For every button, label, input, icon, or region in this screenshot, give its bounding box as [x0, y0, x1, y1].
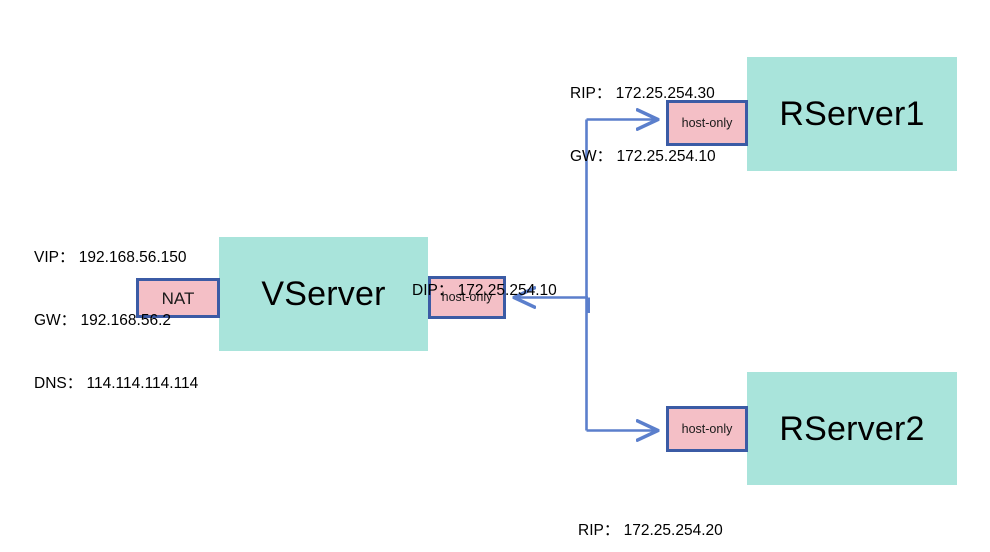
nic-rserver2-hostonly[interactable]: host-only [666, 406, 748, 452]
node-vserver-label: VServer [261, 275, 386, 313]
node-vserver[interactable]: VServer [219, 237, 428, 351]
nic-vserver-hostonly[interactable]: host-only [428, 276, 506, 319]
node-rserver2[interactable]: RServer2 [747, 372, 957, 485]
nic-rserver1-hostonly[interactable]: host-only [666, 100, 748, 146]
nic-vserver-hostonly-label: host-only [441, 290, 493, 305]
nic-vserver-nat-label: NAT [161, 288, 195, 308]
annotation-vserver-vip: VIP： 192.168.56.150 [34, 249, 187, 266]
annotation-rserver1-gw: GW： 172.25.254.10 [570, 148, 716, 165]
nic-rserver2-hostonly-label: host-only [681, 421, 733, 436]
annotation-rserver2-rip: RIP： 172.25.254.20 [578, 522, 723, 539]
annotation-vserver-external: VIP： 192.168.56.150 GW： 192.168.56.2 DNS… [34, 205, 198, 436]
annotation-vserver-gw: GW： 192.168.56.2 [34, 312, 171, 329]
node-rserver1[interactable]: RServer1 [747, 57, 957, 171]
annotation-vserver-dip-line: DIP： 172.25.254.10 [412, 282, 557, 299]
annotation-vserver-dip: DIP： 172.25.254.10 [412, 238, 557, 343]
annotation-vserver-dns: DNS： 114.114.114.114 [34, 375, 199, 392]
node-rserver1-label: RServer1 [779, 95, 925, 133]
nic-rserver1-hostonly-label: host-only [681, 115, 733, 130]
node-rserver2-label: RServer2 [779, 409, 925, 448]
annotation-rserver2-info: RIP： 172.25.254.20 GW： 172.25.254.10 [578, 478, 724, 552]
annotation-rserver1-rip: RIP： 172.25.254.30 [570, 85, 715, 102]
annotation-rserver1-info: RIP： 172.25.254.30 GW： 172.25.254.10 [570, 41, 716, 209]
nic-vserver-nat[interactable]: NAT [136, 278, 220, 318]
